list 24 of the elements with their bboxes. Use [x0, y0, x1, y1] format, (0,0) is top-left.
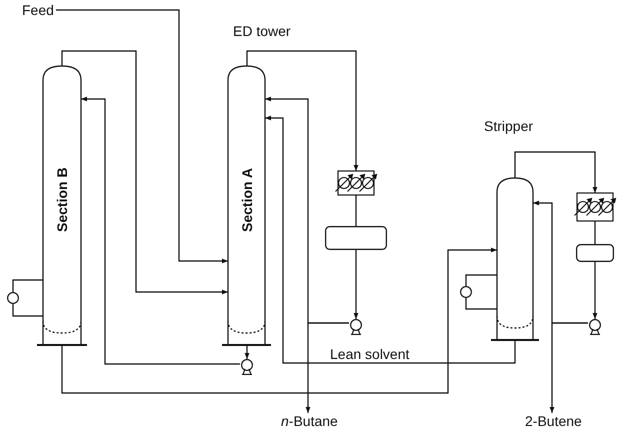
pipe-arrow: [265, 116, 516, 364]
pipe-arrow: [56, 9, 228, 264]
column-label: Section B: [54, 168, 70, 232]
stream-label: 2-Butene: [525, 413, 582, 429]
pipe-arrow: [465, 274, 497, 286]
stream-label: n-Butane: [281, 413, 338, 429]
pipe-arrow: [244, 345, 250, 359]
pipe-arrow: [12, 279, 43, 292]
pipe-arrow: [81, 96, 240, 365]
pipe-arrow: [354, 250, 358, 319]
pipe-arrow: [465, 298, 497, 310]
edge-label: Lean solvent: [330, 346, 410, 362]
pipe-arrow: [306, 322, 349, 413]
pipe-arrow: [12, 304, 43, 317]
pipe-arrow: [246, 50, 358, 171]
column-label: Section A: [238, 168, 254, 232]
pipe-arrow: [592, 262, 598, 319]
pipe-arrow: [61, 50, 228, 294]
pipe-arrow: [550, 322, 588, 413]
pipe-arrow: [61, 248, 497, 394]
column-title: ED tower: [233, 23, 291, 39]
stream-label: Feed: [22, 2, 54, 18]
column-title: Stripper: [484, 118, 534, 134]
pipe-arrow: [514, 151, 598, 193]
